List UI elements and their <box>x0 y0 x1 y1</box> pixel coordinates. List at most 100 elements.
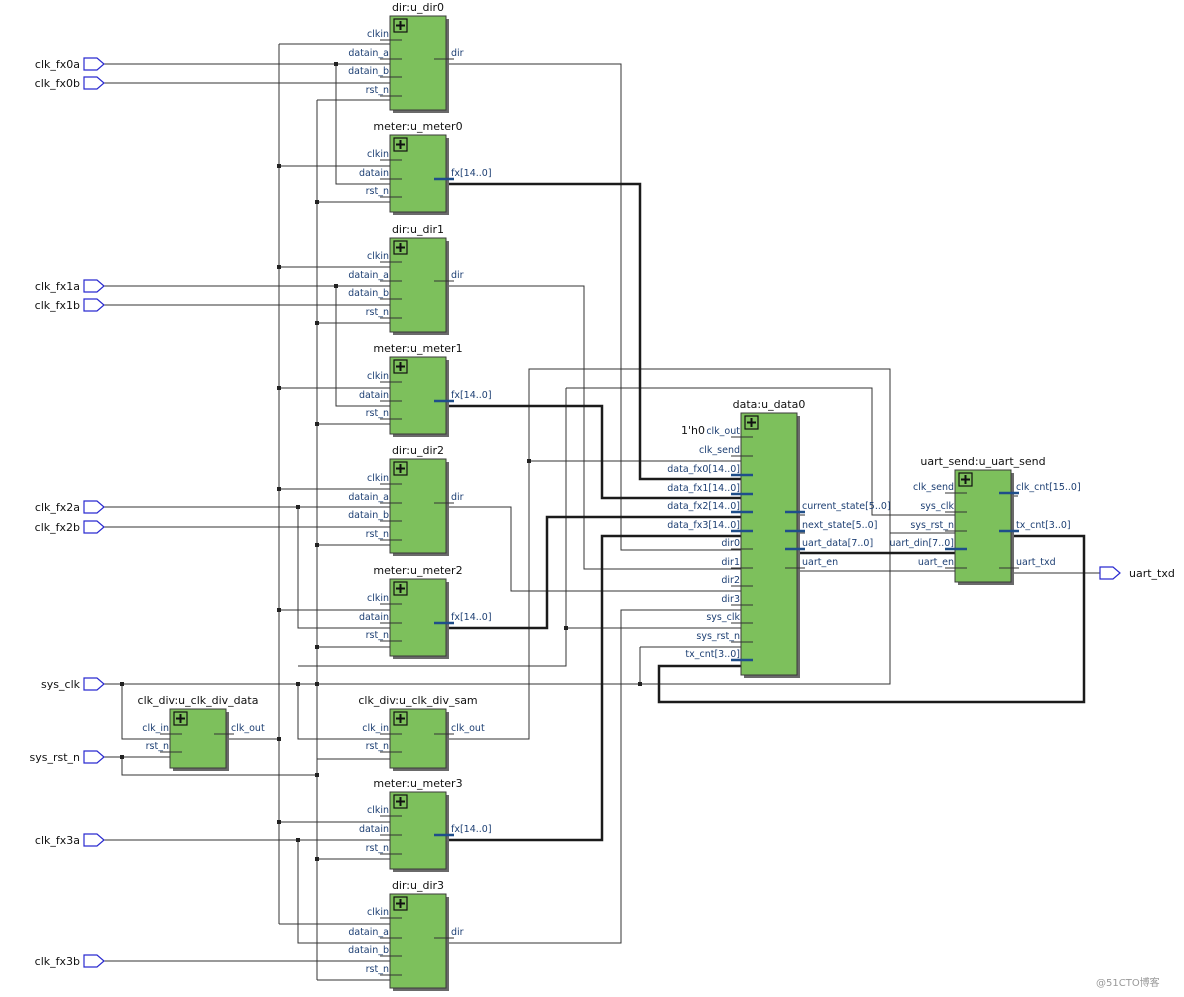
input-port-sys_clk[interactable]: sys_clk <box>41 677 105 691</box>
pin-label-dir1: dir1 <box>721 557 740 568</box>
expand-plus-icon[interactable] <box>393 461 408 476</box>
expand-plus-icon[interactable] <box>393 18 408 33</box>
pin-label-sys_clk: sys_clk <box>706 612 740 623</box>
pin-label-clk_in: clk_in <box>362 723 389 734</box>
block-title: data:u_data0 <box>733 398 806 411</box>
port-label: clk_fx3a <box>35 834 80 847</box>
input-port-clk_fx1a[interactable]: clk_fx1a <box>35 279 105 293</box>
pin-label-current_state50: current_state[5..0] <box>802 501 891 512</box>
pin-label-datain_a: datain_a <box>348 492 389 503</box>
expand-plus-icon[interactable] <box>173 711 188 726</box>
pin-label-rst_n: rst_n <box>366 964 389 975</box>
block-title: meter:u_meter0 <box>373 120 462 133</box>
block-title: dir:u_dir0 <box>392 1 444 14</box>
pin-label-clkin: clkin <box>367 907 389 918</box>
block-title: dir:u_dir1 <box>392 223 444 236</box>
pin-label-clkin: clkin <box>367 805 389 816</box>
port-label: clk_fx0a <box>35 58 80 71</box>
expand-plus-icon[interactable] <box>393 359 408 374</box>
pin-label-rst_n: rst_n <box>366 843 389 854</box>
input-port-clk_fx3b[interactable]: clk_fx3b <box>35 954 105 968</box>
pin-label-uart_txd: uart_txd <box>1016 557 1056 568</box>
pin-label-datain_b: datain_b <box>348 66 389 77</box>
pin-label-dir: dir <box>451 927 464 938</box>
pin-label-sys_clk: sys_clk <box>920 501 954 512</box>
pin-label-sys_rst_n: sys_rst_n <box>910 520 954 531</box>
wire-junctions <box>120 62 642 861</box>
pin-label-tx_cnt30: tx_cnt[3..0] <box>685 649 740 660</box>
port-label: uart_txd <box>1129 567 1175 580</box>
block-title: meter:u_meter3 <box>373 777 462 790</box>
pin-label-clkin: clkin <box>367 371 389 382</box>
pin-label-datain_b: datain_b <box>348 288 389 299</box>
expand-plus-icon[interactable] <box>393 581 408 596</box>
signal-wires <box>104 43 1100 981</box>
pin-label-data_fx0140: data_fx0[14..0] <box>667 464 740 475</box>
pin-label-rst_n: rst_n <box>146 741 169 752</box>
block-u_clk_div_sam[interactable]: clk_div:u_clk_div_sam clk_in rst_n clk_out <box>358 694 485 771</box>
input-port-clk_fx0a[interactable]: clk_fx0a <box>35 57 105 71</box>
pin-label-clkin: clkin <box>367 593 389 604</box>
block-u_data0[interactable]: data:u_data0 clk_out clk_send data_fx0[14..… <box>667 398 891 678</box>
pin-label-datain: datain <box>359 168 389 179</box>
pin-label-clk_out: clk_out <box>706 426 740 437</box>
port-label: clk_fx2b <box>35 521 80 534</box>
input-port-clk_fx1b[interactable]: clk_fx1b <box>35 298 105 312</box>
input-port-clk_fx3a[interactable]: clk_fx3a <box>35 833 105 847</box>
output-port-uart_txd[interactable]: uart_txd <box>1099 566 1175 580</box>
pin-label-rst_n: rst_n <box>366 85 389 96</box>
expand-plus-icon[interactable] <box>958 472 973 487</box>
pin-label-datain: datain <box>359 390 389 401</box>
pin-label-datain: datain <box>359 824 389 835</box>
pin-label-dir0: dir0 <box>721 538 740 549</box>
pin-label-clkin: clkin <box>367 473 389 484</box>
pin-label-clk_out: clk_out <box>451 723 485 734</box>
input-port-clk_fx0b[interactable]: clk_fx0b <box>35 76 105 90</box>
pin-label-dir2: dir2 <box>721 575 740 586</box>
pin-label-clkin: clkin <box>367 251 389 262</box>
pin-label-fx140: fx[14..0] <box>451 390 492 401</box>
pin-label-clk_in: clk_in <box>142 723 169 734</box>
port-label: clk_fx0b <box>35 77 80 90</box>
pin-label-clk_send: clk_send <box>699 445 740 456</box>
port-label: sys_clk <box>41 678 81 691</box>
expand-plus-icon[interactable] <box>393 896 408 911</box>
pin-label-rst_n: rst_n <box>366 741 389 752</box>
block-title: dir:u_dir3 <box>392 879 444 892</box>
pin-label-datain_b: datain_b <box>348 945 389 956</box>
bus-wires <box>446 182 1086 842</box>
expand-plus-icon[interactable] <box>393 240 408 255</box>
pin-label-rst_n: rst_n <box>366 408 389 419</box>
pin-label-uart_en: uart_en <box>918 557 954 568</box>
port-label: clk_fx1b <box>35 299 80 312</box>
block-title: clk_div:u_clk_div_sam <box>358 694 477 707</box>
pin-label-dir3: dir3 <box>721 594 740 605</box>
watermark: @51CTO博客 <box>1096 976 1160 989</box>
expand-plus-icon[interactable] <box>744 415 759 430</box>
pin-label-uart_din70: uart_din[7..0] <box>890 538 954 549</box>
port-label: sys_rst_n <box>29 751 80 764</box>
expand-plus-icon[interactable] <box>393 711 408 726</box>
pin-label-data_fx3140: data_fx3[14..0] <box>667 520 740 531</box>
block-title: dir:u_dir2 <box>392 444 444 457</box>
pin-label-uart_en: uart_en <box>802 557 838 568</box>
expand-plus-icon[interactable] <box>393 794 408 809</box>
pin-label-uart_data70: uart_data[7..0] <box>802 538 873 549</box>
block-u_uart_send[interactable]: uart_send:u_uart_sendclk_sendsys_clksys_… <box>890 455 1081 585</box>
input-port-sys_rst_n[interactable]: sys_rst_n <box>29 750 105 764</box>
port-label: clk_fx1a <box>35 280 80 293</box>
block-title: uart_send:u_uart_send <box>920 455 1045 468</box>
input-port-clk_fx2b[interactable]: clk_fx2b <box>35 520 105 534</box>
pin-label-dir: dir <box>451 492 464 503</box>
input-port-clk_fx2a[interactable]: clk_fx2a <box>35 500 105 514</box>
expand-plus-icon[interactable] <box>393 137 408 152</box>
